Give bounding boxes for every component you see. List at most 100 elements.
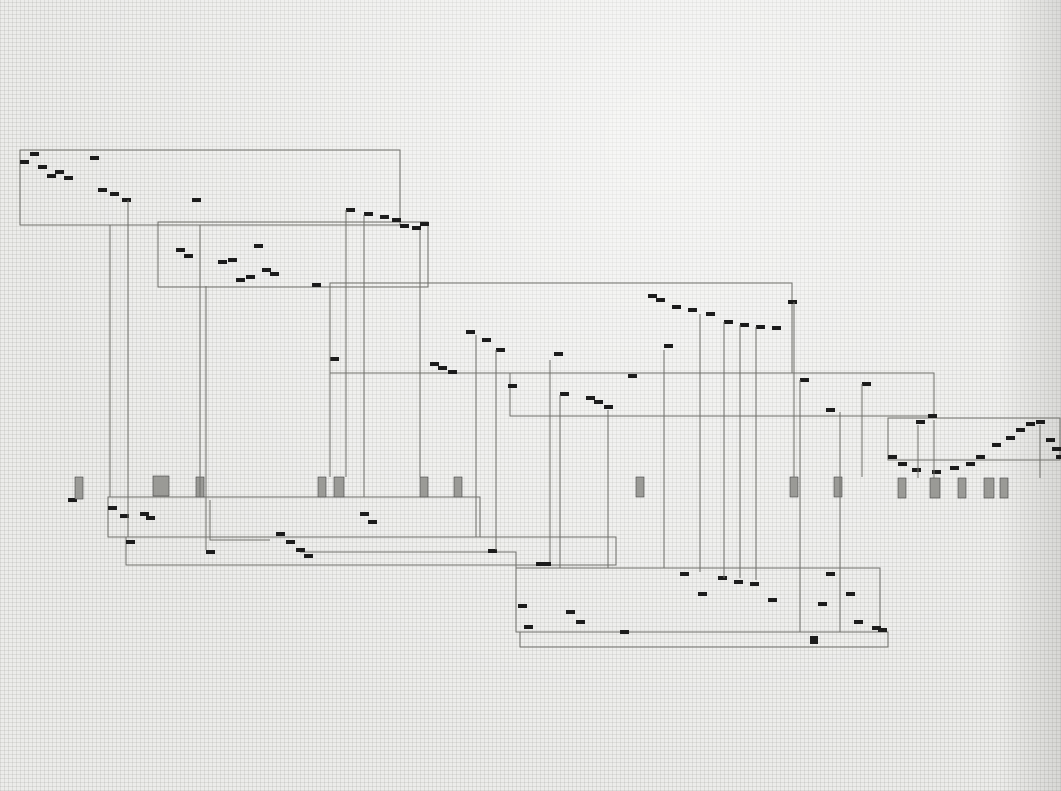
event-mark: [854, 620, 863, 624]
event-mark: [1036, 420, 1045, 424]
event-mark: [698, 592, 707, 596]
event-mark: [656, 298, 665, 302]
event-mark: [628, 374, 637, 378]
event-mark: [648, 294, 657, 298]
event-mark: [688, 308, 697, 312]
event-mark: [826, 408, 835, 412]
event-mark: [270, 272, 279, 276]
event-mark: [47, 174, 56, 178]
state-bar: [999, 477, 1009, 499]
event-mark: [878, 628, 887, 632]
event-mark: [246, 275, 255, 279]
event-mark: [1016, 428, 1025, 432]
event-mark: [932, 470, 941, 474]
event-mark: [740, 323, 749, 327]
event-mark: [448, 370, 457, 374]
event-mark: [368, 520, 377, 524]
event-mark: [412, 226, 421, 230]
event-mark: [400, 224, 409, 228]
event-mark: [768, 598, 777, 602]
frame-box: [125, 536, 617, 566]
event-mark: [992, 443, 1001, 447]
event-mark: [788, 300, 797, 304]
event-mark: [122, 198, 131, 202]
frame-box: [329, 282, 793, 374]
frame-box: [509, 372, 935, 417]
event-mark: [1046, 438, 1055, 442]
event-mark: [90, 156, 99, 160]
event-mark: [420, 222, 429, 226]
event-mark: [140, 512, 149, 516]
event-mark: [576, 620, 585, 624]
frame-link: [300, 551, 517, 570]
event-mark: [1006, 436, 1015, 440]
event-mark: [20, 160, 29, 164]
state-bar: [453, 476, 463, 498]
state-bar: [929, 477, 941, 499]
event-mark: [1052, 447, 1061, 451]
event-mark: [542, 562, 551, 566]
event-mark: [438, 366, 447, 370]
event-mark: [466, 330, 475, 334]
event-mark: [262, 268, 271, 272]
event-mark: [976, 455, 985, 459]
event-mark: [228, 258, 237, 262]
event-mark: [38, 165, 47, 169]
state-bar: [419, 476, 429, 498]
event-mark: [898, 462, 907, 466]
event-mark: [1056, 455, 1061, 459]
event-mark: [718, 576, 727, 580]
event-mark: [392, 218, 401, 222]
event-mark: [184, 254, 193, 258]
event-mark: [482, 338, 491, 342]
event-mark: [966, 462, 975, 466]
state-bar: [983, 477, 995, 499]
frame-box: [519, 631, 889, 648]
event-mark: [672, 305, 681, 309]
state-bar: [74, 476, 84, 500]
event-mark: [594, 400, 603, 404]
event-mark: [380, 215, 389, 219]
state-bar: [152, 475, 170, 497]
event-mark: [1026, 422, 1035, 426]
frame-box: [19, 149, 401, 226]
event-mark: [286, 540, 295, 544]
frame-box: [515, 567, 881, 633]
state-bar: [789, 476, 799, 498]
event-mark: [872, 626, 881, 630]
event-mark: [800, 378, 809, 382]
state-bar: [333, 476, 345, 498]
scan-edge-shading: [1001, 0, 1061, 791]
event-mark: [560, 392, 569, 396]
event-mark: [346, 208, 355, 212]
event-mark: [296, 548, 305, 552]
event-mark: [488, 549, 497, 553]
event-mark: [586, 396, 595, 400]
event-mark: [620, 630, 629, 634]
event-mark: [916, 420, 925, 424]
event-mark: [304, 554, 313, 558]
event-mark: [680, 572, 689, 576]
state-bar: [897, 477, 907, 499]
event-mark: [524, 625, 533, 629]
event-mark: [108, 506, 117, 510]
event-mark: [664, 344, 673, 348]
event-mark: [192, 198, 201, 202]
frame-link: [209, 500, 270, 541]
event-mark: [55, 170, 64, 174]
state-bar: [317, 476, 327, 498]
frame-box: [157, 221, 429, 288]
event-mark: [126, 540, 135, 544]
event-mark: [554, 352, 563, 356]
event-mark: [30, 152, 39, 156]
event-mark: [98, 188, 107, 192]
event-mark: [950, 466, 959, 470]
event-mark: [218, 260, 227, 264]
event-mark: [206, 550, 215, 554]
frame-box: [887, 417, 1061, 461]
state-bar: [635, 476, 645, 498]
event-mark: [862, 382, 871, 386]
event-mark: [888, 455, 897, 459]
frame-box: [107, 496, 481, 538]
